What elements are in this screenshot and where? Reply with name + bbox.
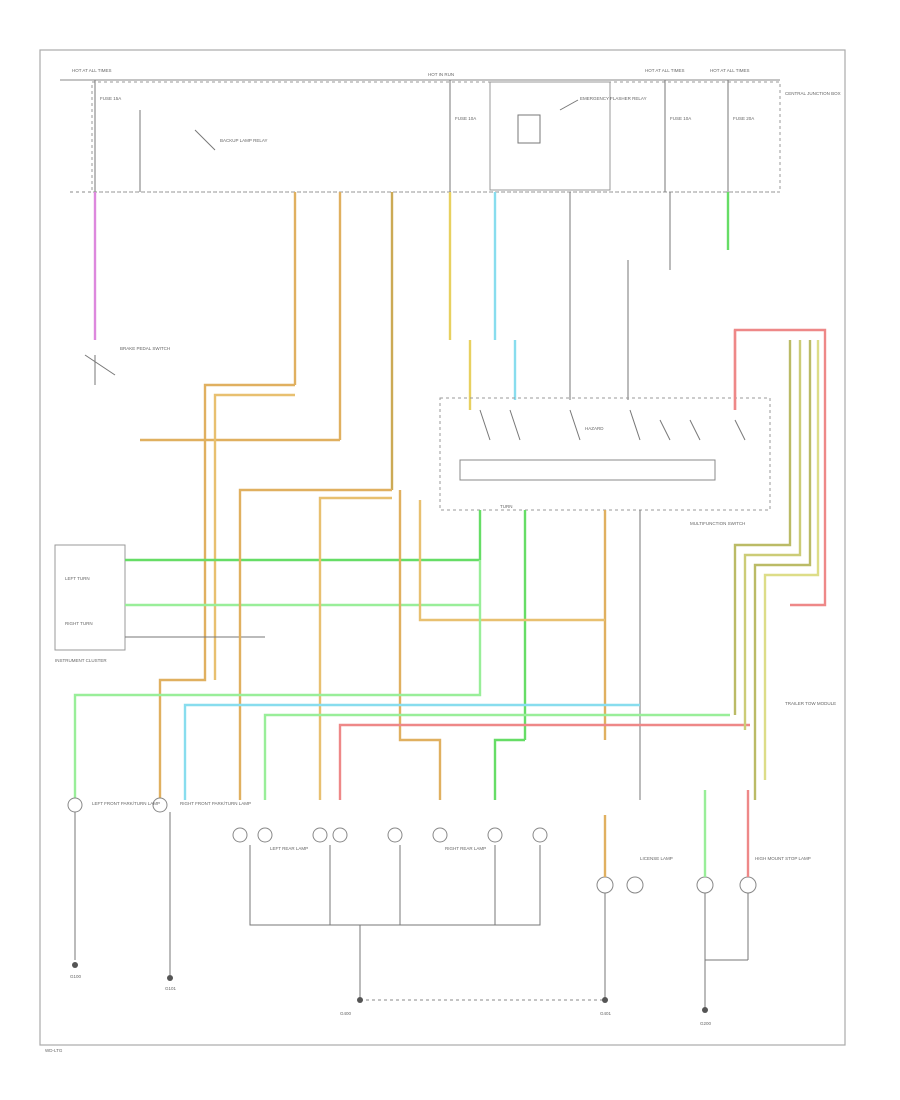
label-left-front: LEFT FRONT PARK/TURN LAMP (92, 801, 160, 806)
wire-cyan-long (183, 703, 640, 800)
lamp-high-mount-1 (696, 876, 714, 894)
label-right-front: RIGHT FRONT PARK/TURN LAMP (180, 801, 251, 806)
wire-red-long (338, 723, 750, 800)
lamp-7 (487, 827, 503, 843)
label-right-turn: RIGHT TURN (65, 621, 93, 626)
label-g401: G401 (600, 1011, 612, 1016)
wire-orange-left-front2 (213, 393, 295, 680)
lamp-5 (387, 827, 403, 843)
label-brake-switch: BRAKE PEDAL SWITCH (120, 346, 170, 351)
label-hot-right2: HOT AT ALL TIMES (710, 68, 750, 73)
ground-node-g200 (702, 1007, 708, 1013)
lamp-3 (312, 827, 328, 843)
switch-4 (629, 409, 641, 441)
label-fuse-b: FUSE 10A (455, 116, 476, 121)
label-g100: G100 (70, 974, 82, 979)
ground-node-g401 (602, 997, 608, 1003)
wire-orange-long-top (238, 488, 392, 800)
ground-node-g400 (357, 997, 363, 1003)
label-g400: G400 (340, 1011, 352, 1016)
label-hazard: HAZARD (585, 426, 604, 431)
lamp-high-mount-2 (739, 876, 757, 894)
switch-2 (509, 409, 521, 441)
wire-orange-long2 (318, 496, 392, 800)
label-trailer-module: TRAILER TOW MODULE (785, 701, 836, 706)
lamp-4 (332, 827, 348, 843)
label-fuse-a: FUSE 15A (100, 96, 121, 101)
lamp-6 (432, 827, 448, 843)
label-hot-right1: HOT AT ALL TIMES (645, 68, 685, 73)
ground-node-g101 (167, 975, 173, 981)
label-relay-small: BACKUP LAMP RELAY (220, 138, 268, 143)
central-junction-box (91, 81, 781, 193)
label-footer: WD-LTG (45, 1048, 63, 1053)
label-turn: TURN (500, 504, 513, 509)
label-g101: G101 (165, 986, 177, 991)
instrument-cluster (54, 544, 126, 651)
multifunction-switch-box (439, 397, 771, 511)
harness-red (733, 328, 827, 607)
switch-5 (659, 419, 671, 441)
harness-olive-4 (763, 340, 820, 780)
diagram-frame (39, 49, 846, 1046)
lamp-8 (532, 827, 548, 843)
switch-1 (479, 409, 491, 441)
label-high-mount: HIGH MOUNT STOP LAMP (755, 856, 811, 861)
label-g200: G200 (700, 1021, 712, 1026)
label-license: LICENSE LAMP (640, 856, 673, 861)
wire-green-rear (263, 713, 730, 800)
flasher-coil (517, 114, 541, 144)
label-hot-center: HOT IN RUN (428, 72, 454, 77)
switch-7 (734, 419, 746, 441)
relay-switch (194, 129, 216, 151)
label-left-turn: LEFT TURN (65, 576, 90, 581)
label-hot-left: HOT AT ALL TIMES (72, 68, 112, 73)
flasher-relay-box (489, 81, 611, 191)
ground-node-g100 (72, 962, 78, 968)
lamp-license-2 (626, 876, 644, 894)
brake-switch-contact (84, 354, 116, 376)
switch-6 (689, 419, 701, 441)
harness-olive-1 (733, 340, 792, 715)
label-multifunction: MULTIFUNCTION SWITCH (690, 521, 745, 526)
multifunction-inner (459, 459, 716, 481)
label-flasher: EMERGENCY FLASHER RELAY (580, 96, 647, 101)
flasher-contact (559, 99, 579, 111)
ground-rail-rear (249, 845, 541, 926)
lamp-license-1 (596, 876, 614, 894)
lamp-1 (232, 827, 248, 843)
label-left-rear: LEFT REAR LAMP (270, 846, 308, 851)
label-fuse-d: FUSE 20A (733, 116, 754, 121)
wire-orange-mid (418, 500, 605, 622)
wire-orange-long3 (398, 490, 442, 800)
harness-olive-3 (753, 340, 812, 800)
lamp-row (67, 797, 757, 894)
wire-green-rear2 (493, 738, 525, 800)
wire-orange-left-front (158, 383, 295, 800)
lamp-left-front (67, 797, 83, 813)
label-right-rear: RIGHT REAR LAMP (445, 846, 486, 851)
label-instrument-cluster: INSTRUMENT CLUSTER (55, 658, 107, 663)
lamp-right-front (152, 797, 168, 813)
label-central-junction: CENTRAL JUNCTION BOX (785, 91, 841, 96)
wire-green-long (73, 560, 482, 800)
label-fuse-c: FUSE 10A (670, 116, 691, 121)
switch-3 (569, 409, 581, 441)
lamp-2 (257, 827, 273, 843)
harness-olive-2 (743, 340, 802, 730)
